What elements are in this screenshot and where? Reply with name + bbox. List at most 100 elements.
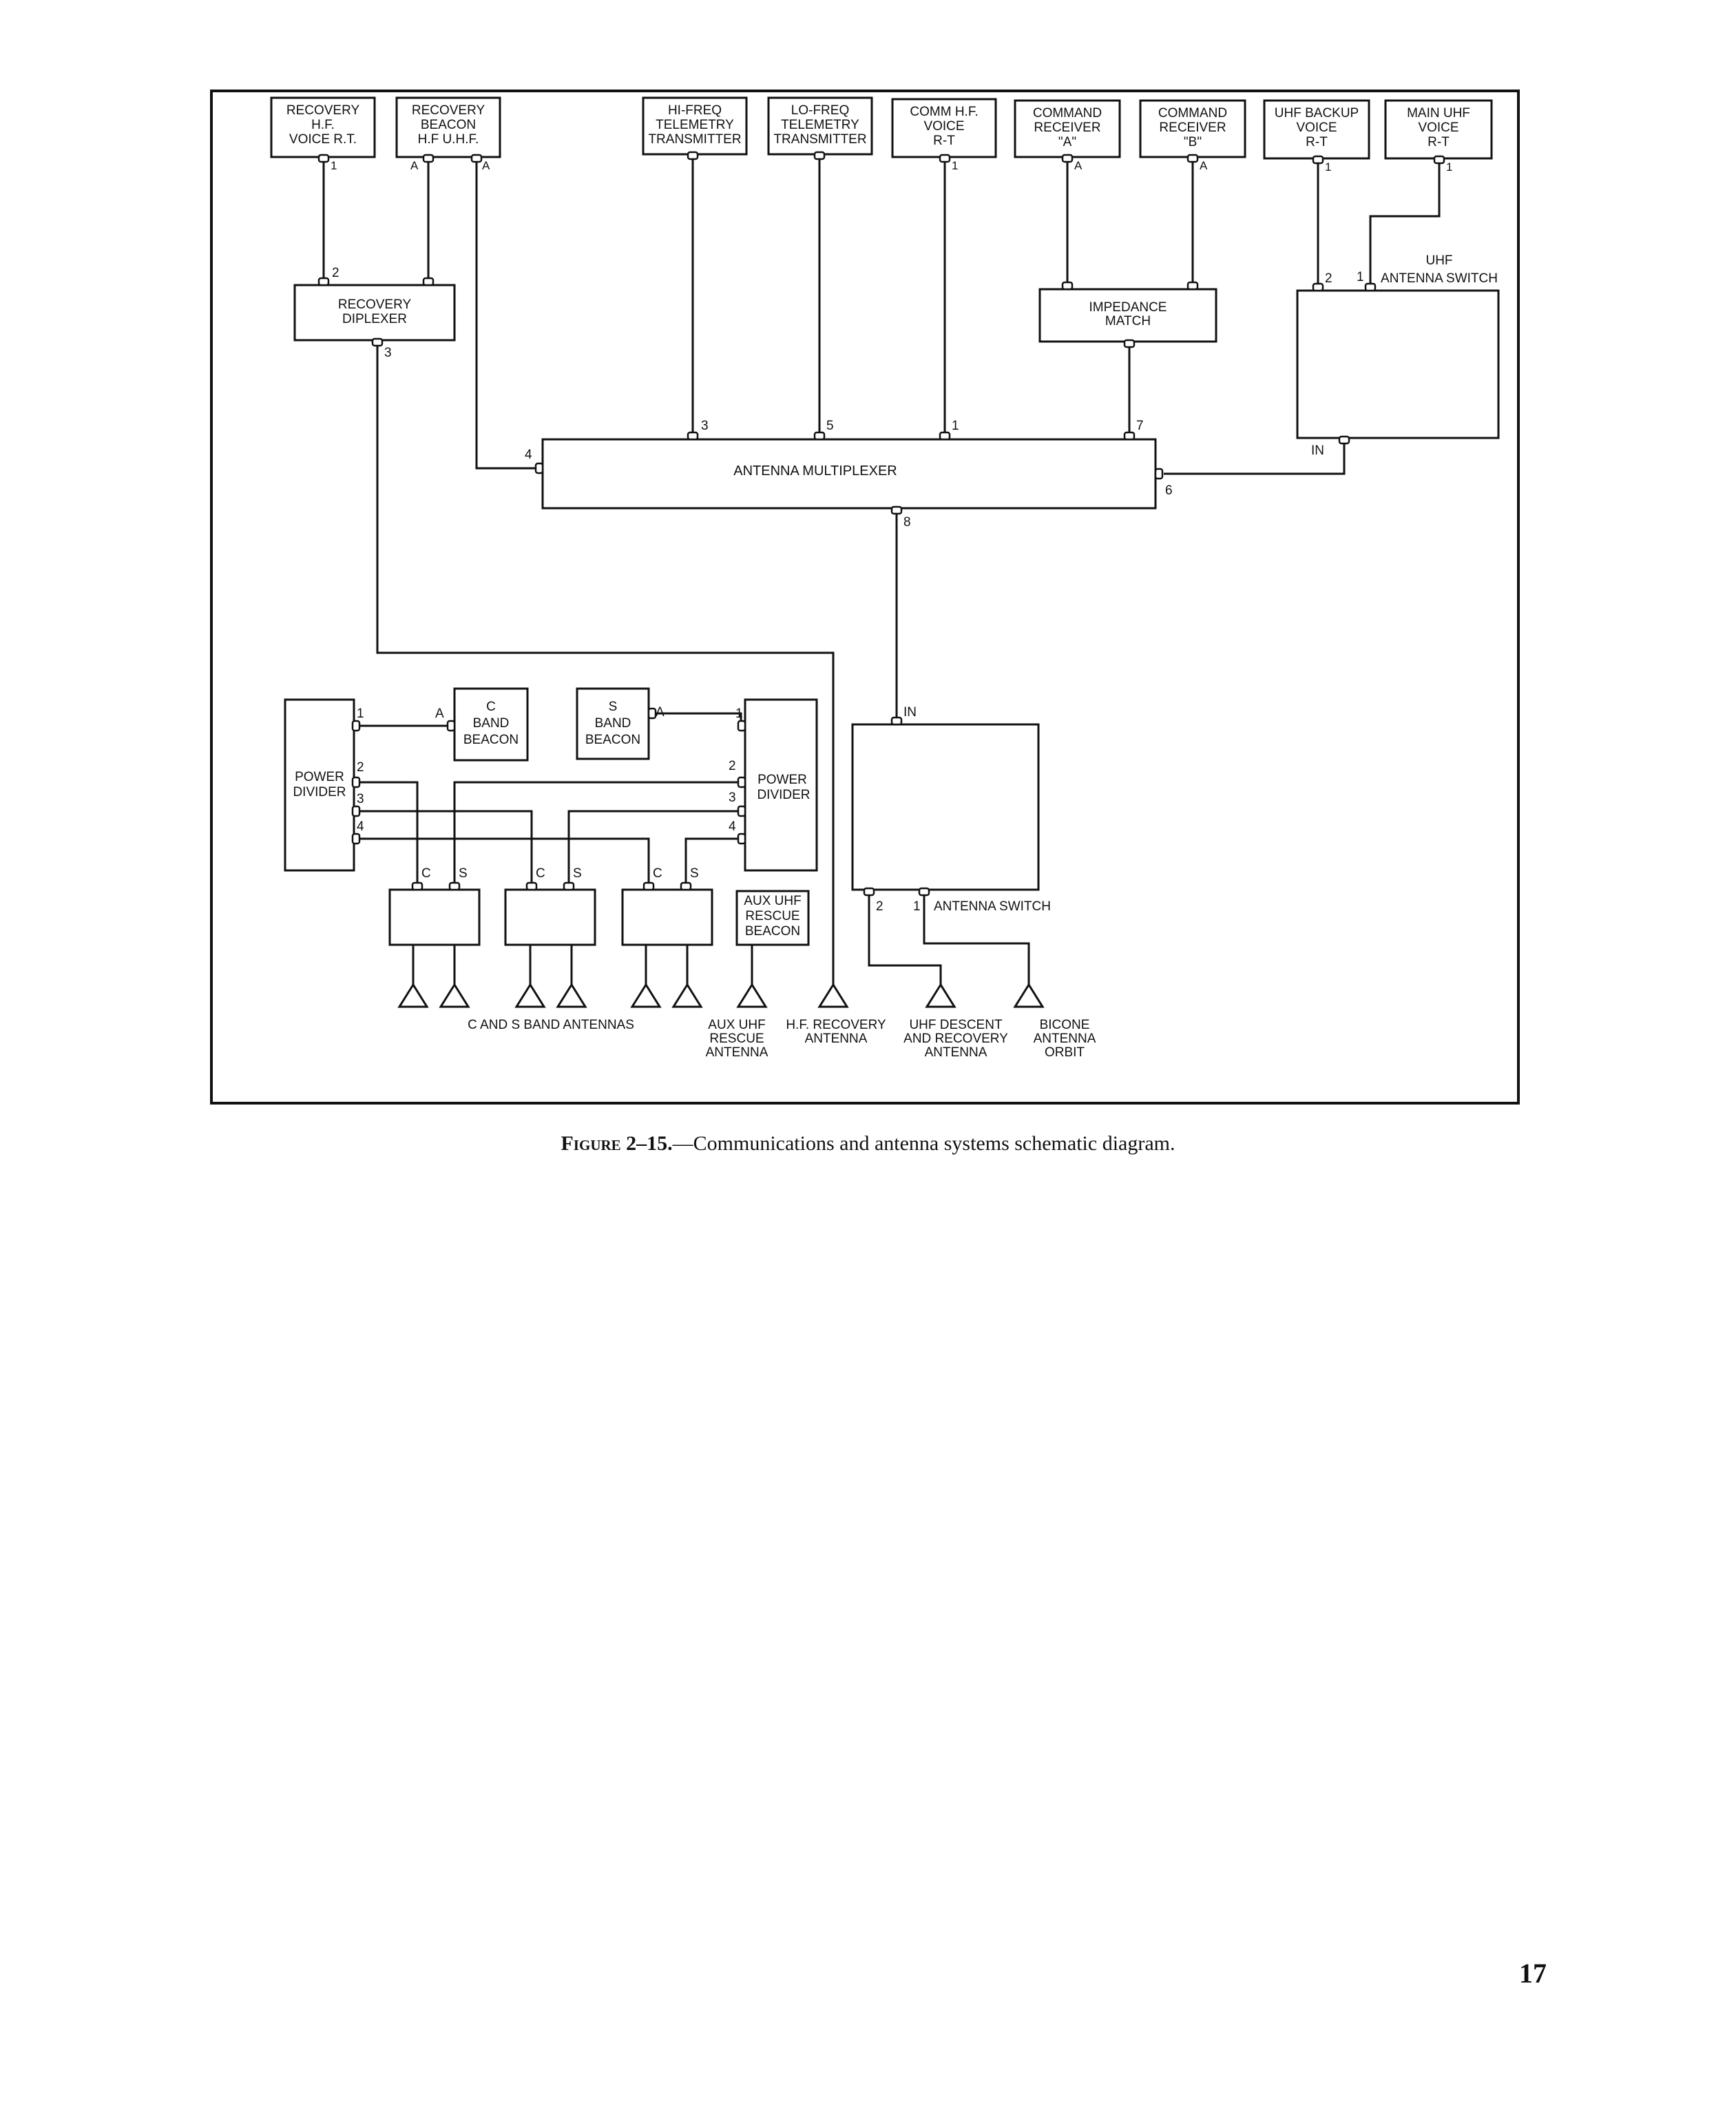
- antenna-labels: C AND S BAND ANTENNAS AUX UHF RESCUE ANT…: [468, 1018, 1096, 1060]
- block-label: RECEIVER: [1159, 121, 1226, 135]
- block-recovery-diplexer: RECOVERY DIPLEXER: [293, 284, 456, 342]
- port-label: 1: [1357, 270, 1364, 284]
- port-label: 2: [332, 266, 339, 280]
- antenna-label: ANTENNA: [925, 1045, 987, 1060]
- port-label: A: [482, 159, 490, 172]
- antenna-label: ANTENNA: [1034, 1032, 1096, 1046]
- antenna-label: ANTENNA: [706, 1045, 768, 1060]
- block-c-band-beacon: C BAND BEACON: [453, 687, 529, 762]
- port-label: A: [410, 159, 419, 172]
- block-hi-freq-telemetry: HI-FREQ TELEMETRY TRANSMITTER: [642, 96, 748, 156]
- wire-left-pd4: [358, 837, 650, 884]
- block-label: VOICE: [1296, 121, 1337, 135]
- figure-label: Figure 2–15.: [561, 1132, 673, 1155]
- block-uhf-antenna-switch: [1296, 289, 1500, 439]
- port-label: 1: [952, 159, 958, 172]
- port-label: A: [1074, 159, 1083, 172]
- block-label: RECEIVER: [1034, 121, 1100, 135]
- block-label: C: [486, 700, 496, 714]
- block-label: UHF BACKUP: [1275, 106, 1359, 121]
- port-connectors: [317, 151, 1445, 897]
- figure-caption-text: —Communications and antenna systems sche…: [672, 1132, 1175, 1155]
- uhf-antenna-switch-label: UHF: [1425, 253, 1452, 268]
- port-label: 2: [1325, 271, 1332, 286]
- antenna-label: H.F. RECOVERY: [786, 1018, 886, 1032]
- block-label: S: [609, 700, 618, 714]
- port-label: 1: [913, 899, 921, 914]
- block-label: ANTENNA MULTIPLEXER: [733, 463, 897, 479]
- block-uhf-backup-voice-rt: UHF BACKUP VOICE R-T: [1263, 99, 1370, 160]
- block-label: IMPEDANCE: [1089, 300, 1167, 315]
- port-label: 2: [876, 899, 883, 914]
- port-label: IN: [903, 705, 917, 720]
- port-label: 3: [384, 346, 392, 360]
- block-label: BEACON: [745, 924, 800, 939]
- block-label: RECOVERY: [286, 103, 360, 118]
- antenna-switch-label: ANTENNA SWITCH: [934, 899, 1051, 914]
- wire-uhf-switch-to-multiplexer: [1164, 442, 1346, 475]
- antenna-icon: [1013, 983, 1045, 1008]
- port-label: 1: [331, 159, 337, 172]
- port-label: C: [653, 866, 662, 881]
- wire-right-pd4: [684, 837, 741, 884]
- block-command-receiver-b: COMMAND RECEIVER "B": [1139, 99, 1246, 158]
- block-label: H.F.: [311, 118, 335, 132]
- block-comm-hf-voice-rt: COMM H.F. VOICE R-T: [891, 98, 997, 158]
- antenna-label: C AND S BAND ANTENNAS: [468, 1018, 634, 1032]
- port-label: 7: [1136, 419, 1144, 433]
- block-label: DIVIDER: [293, 785, 346, 799]
- block-label: COMMAND: [1158, 106, 1227, 121]
- port-label: C: [421, 866, 431, 881]
- port-label: 2: [729, 759, 736, 773]
- block-label: RESCUE: [745, 909, 799, 923]
- port-label: C: [536, 866, 545, 881]
- port-label: 3: [729, 791, 736, 805]
- antenna-icon: [397, 983, 429, 1008]
- block-label: VOICE: [923, 119, 964, 134]
- antenna-label: AND RECOVERY: [903, 1032, 1008, 1046]
- block-recovery-beacon: RECOVERY BEACON H.F U.H.F.: [395, 96, 501, 158]
- block-label: "A": [1058, 135, 1076, 149]
- port-label: A: [435, 707, 444, 721]
- block-lo-freq-telemetry: LO-FREQ TELEMETRY TRANSMITTER: [767, 96, 873, 156]
- wire-left-pd3: [358, 810, 533, 884]
- port-label: 1: [735, 707, 743, 721]
- wire-switch-to-uhf-descent: [868, 895, 942, 986]
- antenna-label: BICONE: [1040, 1018, 1090, 1032]
- block-label: BAND: [473, 716, 510, 731]
- antenna-label: UHF DESCENT: [909, 1018, 1003, 1032]
- block-label: AUX UHF: [744, 894, 801, 908]
- block-label: TELEMETRY: [656, 118, 734, 132]
- page-number: 17: [1519, 1958, 1547, 1989]
- block-label: COMM H.F.: [910, 105, 978, 119]
- block-label: POWER: [757, 773, 807, 787]
- block-label: "B": [1184, 135, 1202, 149]
- block-hybrid-1: [388, 888, 481, 946]
- port-label: 4: [525, 448, 532, 462]
- port-label: 3: [357, 792, 364, 806]
- block-label: R-T: [1428, 135, 1450, 149]
- antenna-icon: [556, 983, 587, 1008]
- block-impedance-match: IMPEDANCE MATCH: [1038, 288, 1217, 343]
- wire-switch-to-bicone: [923, 895, 1030, 986]
- antenna-icon: [817, 983, 849, 1008]
- block-label: MAIN UHF: [1407, 106, 1470, 121]
- block-label: HI-FREQ: [668, 103, 722, 118]
- block-label: R-T: [933, 134, 955, 148]
- block-label: POWER: [295, 770, 344, 784]
- block-power-divider-right: POWER DIVIDER: [744, 698, 818, 872]
- antenna-icon: [439, 983, 470, 1008]
- block-label: TRANSMITTER: [773, 132, 866, 147]
- wire-right-pd2: [453, 781, 741, 884]
- port-label: 1: [1446, 160, 1452, 174]
- antenna-label: AUX UHF: [708, 1018, 765, 1032]
- diagram-frame: [210, 90, 1520, 1105]
- port-label: S: [573, 866, 582, 881]
- wire-beacon-uhf-to-multiplexer: [475, 158, 537, 470]
- antenna-label: ORBIT: [1045, 1045, 1085, 1060]
- port-label: 8: [903, 515, 911, 530]
- wire-main-uhf-to-switch: [1369, 160, 1441, 285]
- block-command-receiver-a: COMMAND RECEIVER "A": [1014, 99, 1121, 158]
- antenna-icon: [925, 983, 956, 1008]
